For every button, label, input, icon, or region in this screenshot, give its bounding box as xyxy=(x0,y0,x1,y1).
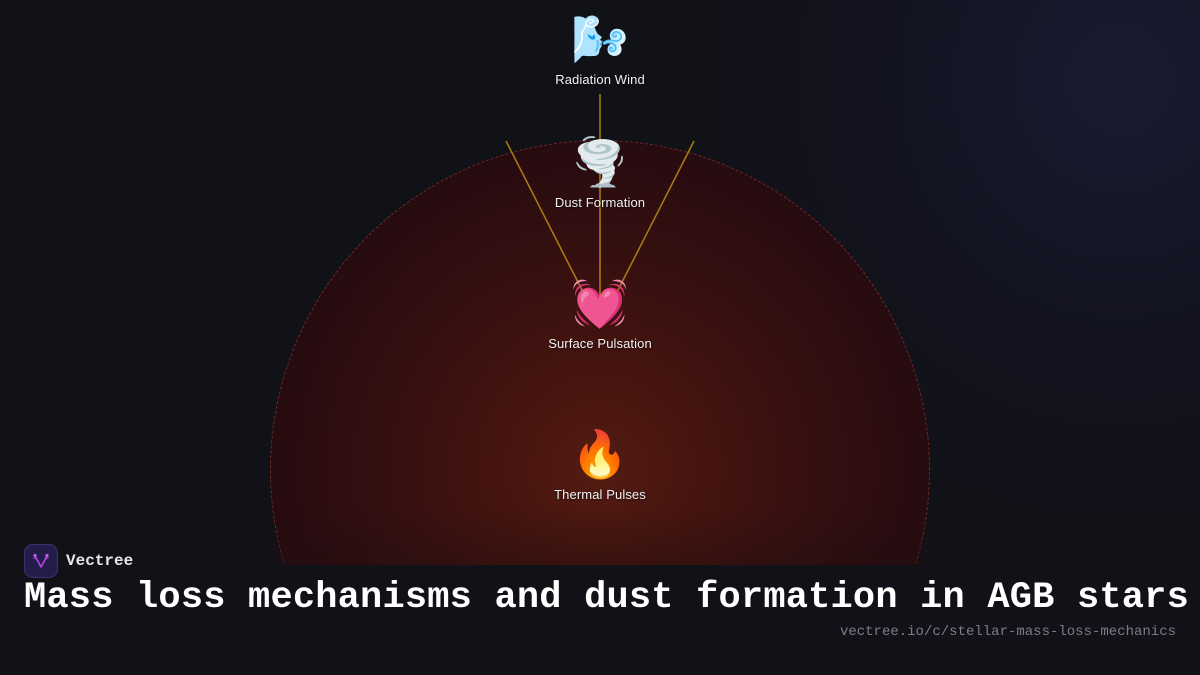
node-thermal-pulses[interactable]: 🔥 Thermal Pulses xyxy=(520,427,680,502)
node-dust-formation[interactable]: 🌪️ Dust Formation xyxy=(520,135,680,210)
tornado-icon: 🌪️ xyxy=(571,135,629,189)
brand[interactable]: Vectree xyxy=(24,544,133,578)
page-title: Mass loss mechanisms and dust formation … xyxy=(24,577,1189,619)
beating-heart-icon: 💓 xyxy=(571,276,629,330)
diagram-canvas: 🌬️ Radiation Wind 🌪️ Dust Formation 💓 Su… xyxy=(270,12,930,565)
fire-icon: 🔥 xyxy=(571,427,629,481)
brand-name: Vectree xyxy=(66,552,134,570)
footer-band xyxy=(0,565,1200,675)
wind-face-icon: 🌬️ xyxy=(571,12,629,66)
node-label: Dust Formation xyxy=(554,195,646,210)
connector-lines xyxy=(505,94,695,296)
vectree-logo-icon xyxy=(24,544,58,578)
node-label: Surface Pulsation xyxy=(548,336,652,351)
source-url[interactable]: vectree.io/c/stellar-mass-loss-mechanics xyxy=(839,624,1176,640)
edge-left xyxy=(505,140,584,293)
node-label: Radiation Wind xyxy=(555,72,645,87)
node-radiation-wind[interactable]: 🌬️ Radiation Wind xyxy=(520,12,680,87)
edge-right xyxy=(616,140,695,293)
node-surface-pulsation[interactable]: 💓 Surface Pulsation xyxy=(520,276,680,351)
star-bottom-fade xyxy=(270,505,930,565)
node-label: Thermal Pulses xyxy=(554,487,646,502)
